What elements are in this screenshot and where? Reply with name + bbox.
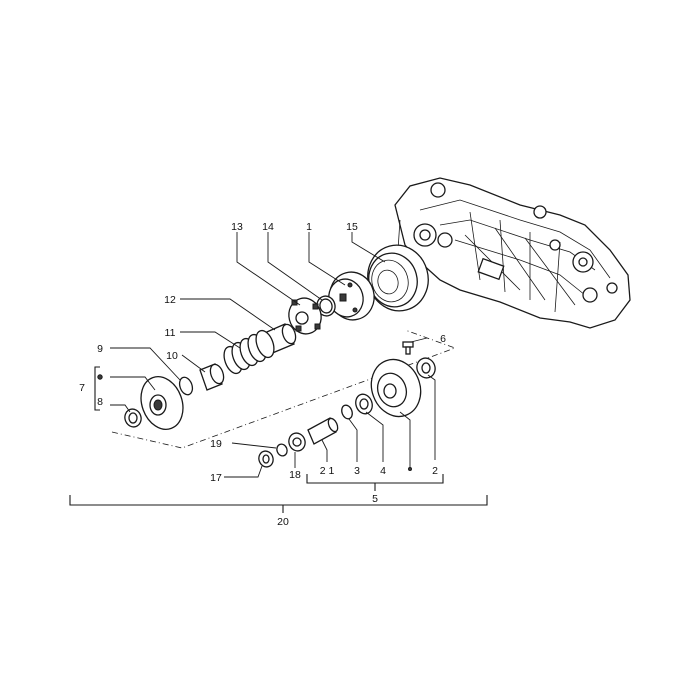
- callout-4: 4: [380, 465, 386, 477]
- leader-lines: [110, 232, 436, 478]
- part-1-clutch: [328, 271, 375, 321]
- bracket-20: [69, 495, 488, 506]
- callout-15: 15: [346, 221, 358, 233]
- part-21-spacer-tube: [307, 417, 339, 445]
- callout-14: 14: [262, 221, 274, 233]
- callout-20: 20: [277, 516, 289, 528]
- callout-17: 17: [210, 472, 222, 484]
- part-9-o-ring: [178, 376, 194, 396]
- callout-19: 19: [210, 438, 222, 450]
- part-13-hub: [288, 297, 322, 335]
- callout-13: 13: [231, 221, 243, 233]
- part-17-seal: [258, 450, 274, 468]
- bracket-7-8: [94, 366, 100, 411]
- part-14-ring: [316, 295, 336, 317]
- callout-10: 10: [166, 350, 178, 362]
- item-marker-7: [97, 374, 103, 380]
- callout-labels: 13 14 1 15 12 11 10 9 7 8 6 19 17 18 2 1…: [79, 221, 446, 528]
- item-marker-5: [408, 467, 412, 471]
- callout-9: 9: [97, 343, 103, 355]
- crankcase-housing: [394, 177, 631, 329]
- part-3-circlip: [341, 404, 353, 420]
- part-2-bearing: [416, 357, 436, 379]
- callout-12: 12: [164, 294, 176, 306]
- callout-8: 8: [97, 396, 103, 408]
- part-8-seal: [124, 408, 142, 428]
- part-7-pulley-half: [140, 376, 184, 430]
- callout-5: 5: [372, 493, 378, 505]
- callout-6: 6: [440, 333, 446, 345]
- callout-21: 2 1: [320, 465, 335, 477]
- part-19-ring: [276, 443, 288, 457]
- assembly-outline: [111, 329, 457, 449]
- callout-2-lower: 2: [432, 465, 438, 477]
- part-6-screw: [402, 341, 414, 355]
- callout-7: 7: [79, 382, 85, 394]
- callout-11: 11: [165, 327, 176, 339]
- callout-1: 1: [306, 221, 312, 233]
- callout-18: 18: [289, 469, 301, 481]
- part-18-bearing: [288, 432, 306, 452]
- fixed-pulley-half: [370, 358, 422, 418]
- part-11-spring: [223, 329, 275, 375]
- part-4-bearing: [355, 393, 373, 415]
- callout-3: 3: [354, 465, 360, 477]
- part-10-bushing: [199, 363, 225, 391]
